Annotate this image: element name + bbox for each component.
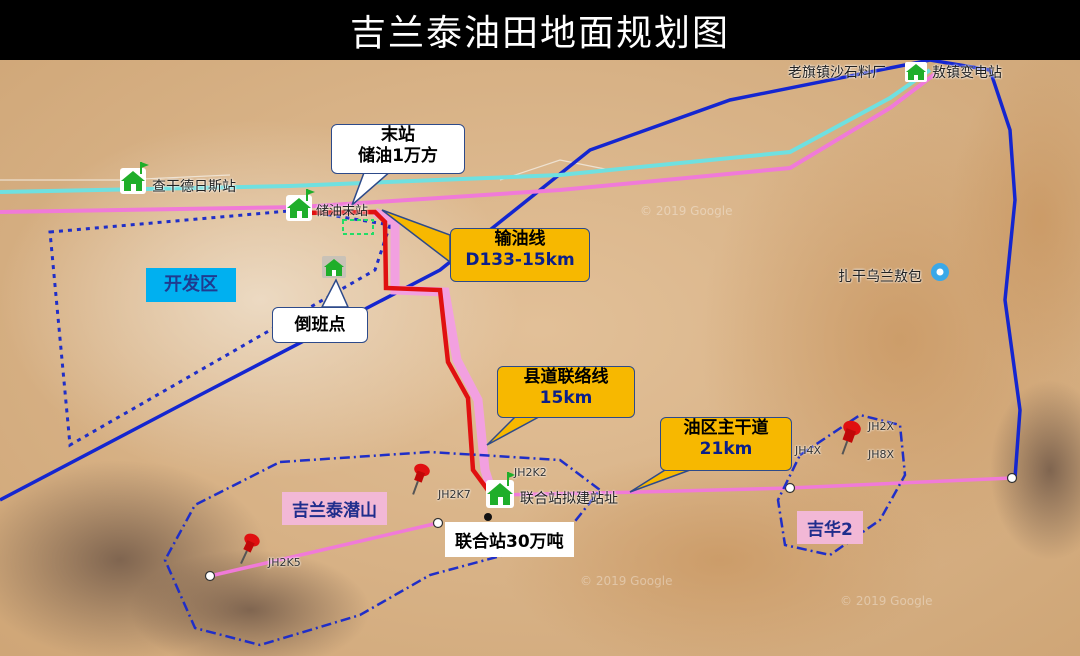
house-icon (286, 189, 315, 221)
jihua-area-label: 吉华2 (797, 511, 863, 544)
county-road-callout: 县道联络线 15km (497, 366, 635, 418)
terminal-callout: 末站 储油1万方 (331, 124, 465, 174)
jihua-area-boundary (776, 413, 907, 557)
label-terminal-station: 储油末站 (316, 204, 369, 219)
shift-point-callout: 倒班点 (272, 307, 368, 343)
terminal-callout-title: 末站 (381, 125, 415, 145)
road-node (1006, 472, 1018, 484)
main-road-callout-title: 油区主干道 (683, 418, 769, 438)
terminal-callout-capacity: 储油1万方 (358, 146, 438, 167)
label-combined-site: 联合站拟建站址 (520, 491, 618, 507)
house-icon (120, 162, 149, 194)
label-jh2k7: JH2K7 (438, 488, 471, 501)
house-icon (905, 62, 927, 82)
county-road (372, 207, 497, 494)
dune-field-south (500, 450, 940, 656)
pipeline-callout: 输油线 D133-15km (450, 228, 590, 282)
main-road-callout: 油区主干道 21km (660, 417, 792, 471)
label-jh8x: JH8X (868, 448, 895, 461)
pin-icon (240, 533, 260, 564)
jilantai-area-label: 吉兰泰潜山 (282, 492, 387, 525)
watermark: © 2019 Google (640, 204, 732, 218)
branch-road (209, 521, 439, 578)
map-title: 吉兰泰油田地面规划图 (0, 0, 1080, 60)
label-jh2k2: JH2K2 (514, 466, 547, 479)
road-node (484, 513, 492, 521)
jilantai-area-boundary (163, 450, 602, 647)
location-icon (931, 263, 949, 281)
label-jh2x: JH2X (868, 420, 895, 433)
development-zone-label: 开发区 (146, 268, 236, 302)
development-zone-boundary (48, 208, 392, 448)
watermark: © 2019 Google (580, 574, 672, 588)
label-chagan-station: 查干德日斯站 (152, 179, 236, 195)
label-laoqi: 老旗镇沙石料厂 (788, 65, 886, 81)
house-icon (322, 256, 346, 278)
road-node (784, 482, 796, 494)
road-node (432, 517, 444, 529)
highway-pink (0, 72, 937, 214)
house-icon (486, 472, 516, 508)
pin-icon (412, 463, 430, 495)
label-zhagan: 扎干乌兰敖包 (838, 269, 922, 285)
mountain-east (990, 380, 1080, 560)
main-road-callout-length: 21km (699, 439, 753, 460)
terminal-site-outline (342, 219, 374, 235)
pipeline-callout-title: 输油线 (494, 229, 546, 249)
label-aoyun-substation: 敖镇变电站 (932, 65, 1002, 81)
county-road-callout-length: 15km (539, 388, 593, 409)
county-road-callout-title: 县道联络线 (523, 367, 609, 387)
label-jh4x: JH4X (795, 444, 822, 457)
dune-field-northeast (950, 60, 1080, 380)
road-node (204, 570, 216, 582)
watermark: © 2019 Google (840, 594, 932, 608)
combined-station-label: 联合站30万吨 (445, 522, 574, 557)
highway-cyan (0, 68, 932, 194)
label-jh2k5: JH2K5 (268, 556, 301, 569)
pipeline-callout-spec: D133-15km (465, 250, 575, 271)
main-trunk-road (494, 476, 1013, 497)
pin-icon (841, 420, 861, 455)
faint-road (499, 159, 611, 181)
oil-pipeline (297, 209, 492, 495)
